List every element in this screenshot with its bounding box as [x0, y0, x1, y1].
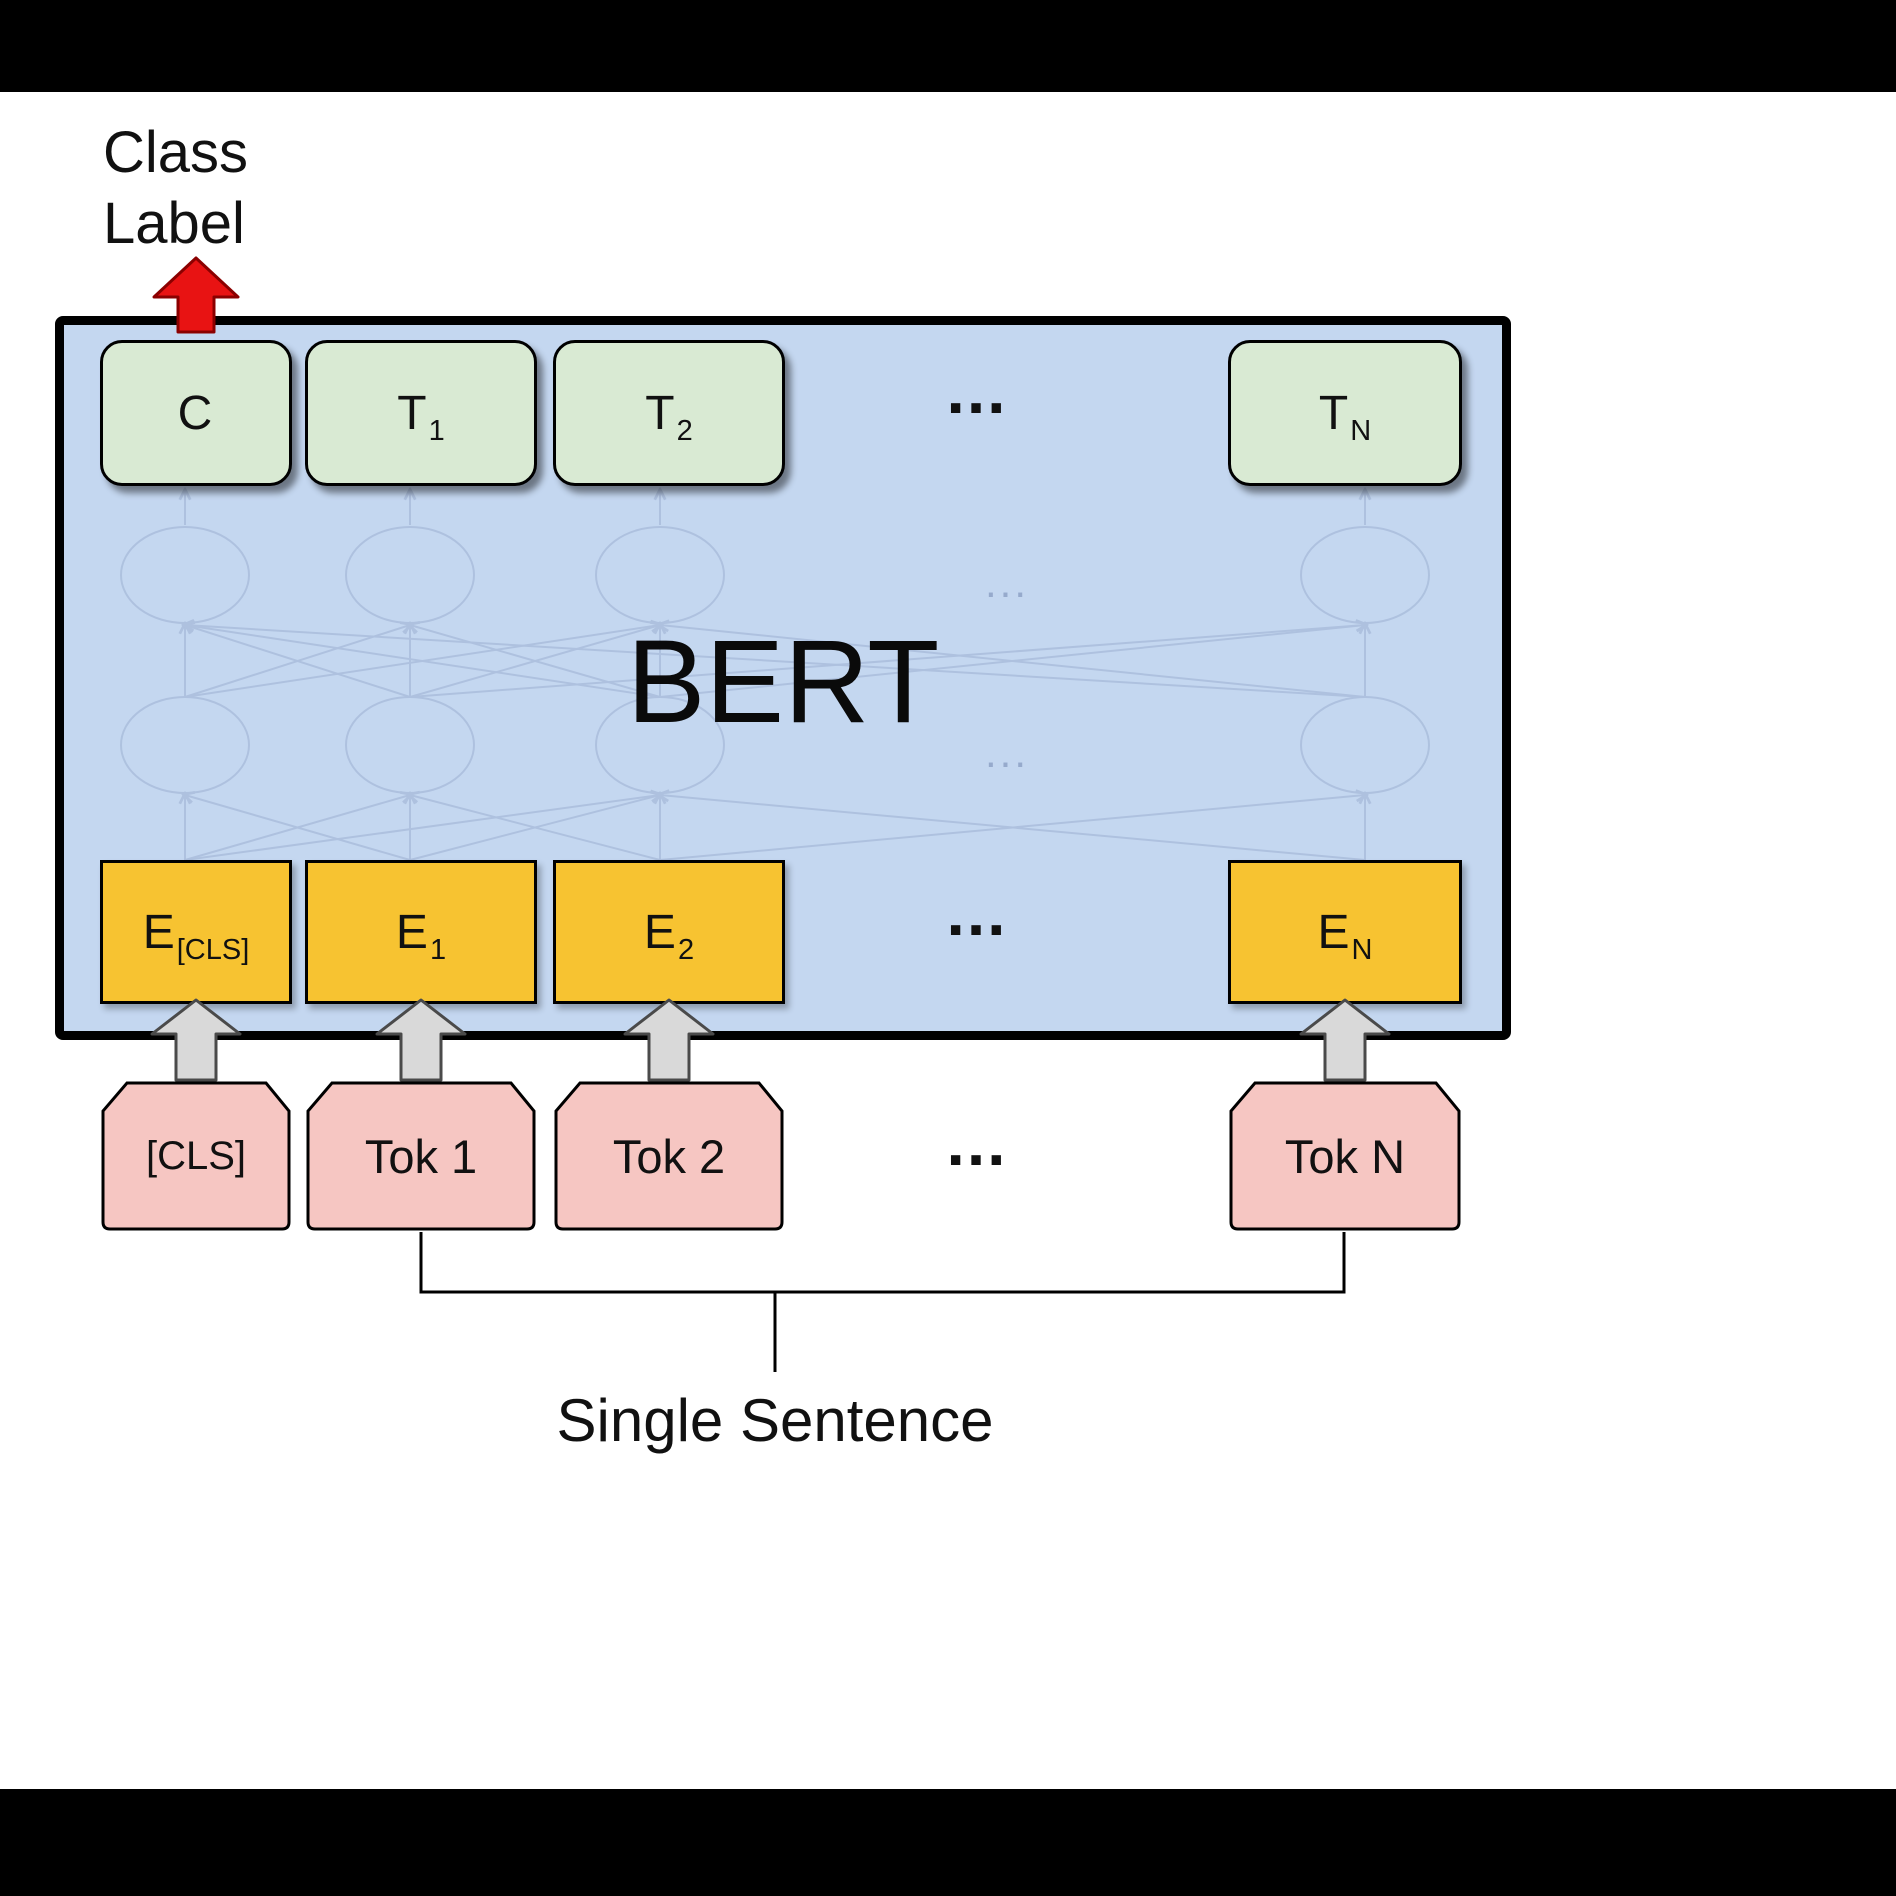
token-box-cls: [CLS] [100, 1080, 292, 1232]
sentence-bracket [419, 1232, 1346, 1372]
output-label: T N [1318, 386, 1372, 447]
input-arrow-icon [1297, 998, 1393, 1082]
sentence-caption: Single Sentence [556, 1387, 994, 1454]
token-box-shape [101, 1081, 291, 1231]
token-label: Tok 1 [364, 1129, 478, 1183]
output-box-t2: T 2 [553, 340, 785, 486]
token-box-tokn: Tok N [1228, 1080, 1462, 1232]
embedding-label: E 2 [643, 905, 695, 966]
output-label: C [177, 386, 213, 440]
embedding-row-ellipsis: ... [946, 875, 1008, 949]
embedding-box-cls: E [CLS] [100, 860, 292, 1004]
nn-connections [120, 491, 1430, 861]
token-box-tok1: Tok 1 [305, 1080, 537, 1232]
token-label: Tok N [1284, 1129, 1406, 1183]
bert-label: BERT [626, 616, 940, 748]
input-arrow-icon [373, 998, 469, 1082]
embedding-label: E [CLS] [142, 905, 250, 966]
input-arrow-icon [621, 998, 717, 1082]
nn-ellipsis-upper: ... [985, 559, 1029, 606]
embedding-box-e1: E 1 [305, 860, 537, 1004]
input-arrow-icon [148, 998, 244, 1082]
token-box-shape [1229, 1081, 1461, 1231]
neural-network-pattern: ... ... [120, 325, 1430, 861]
output-box-t1: T 1 [305, 340, 537, 486]
output-row-ellipsis: ... [946, 353, 1008, 427]
output-label: T 1 [397, 386, 445, 447]
embedding-box-e2: E 2 [553, 860, 785, 1004]
token-box-tok2: Tok 2 [553, 1080, 785, 1232]
token-label: Tok 2 [612, 1129, 726, 1183]
embedding-label: E N [1317, 905, 1373, 966]
embedding-label: E 1 [395, 905, 447, 966]
output-box-tn: T N [1228, 340, 1462, 486]
class-label: Class Label [103, 120, 249, 256]
output-box-c: C [100, 340, 292, 486]
token-row-ellipsis: ... [946, 1105, 1008, 1179]
token-box-shape [554, 1081, 784, 1231]
token-label: [CLS] [145, 1133, 247, 1178]
class-output-arrow-icon [150, 256, 242, 334]
nn-ellipsis-lower: ... [985, 729, 1029, 776]
token-box-shape [306, 1081, 536, 1231]
embedding-box-en: E N [1228, 860, 1462, 1004]
bottom-letterbox-bar [0, 1789, 1896, 1896]
top-letterbox-bar [0, 0, 1896, 92]
output-label: T 2 [645, 386, 693, 447]
